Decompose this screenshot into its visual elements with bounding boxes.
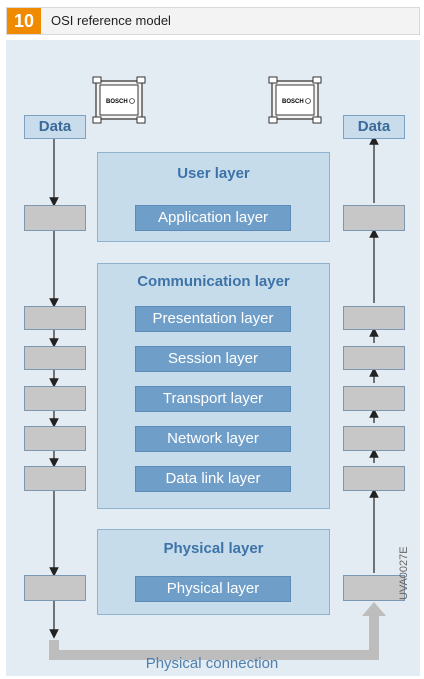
left-stack-box-data-link (24, 466, 86, 491)
physical-connection-label: Physical connection (145, 655, 279, 672)
left-stack-box-application (24, 205, 86, 231)
image-code: UVA0027E (398, 546, 410, 600)
communication-layer-title: Communication layer (137, 273, 290, 290)
physical-connection-line (49, 614, 379, 660)
right-stack-box-application (343, 205, 405, 231)
right-stack-box-presentation (343, 306, 405, 330)
right-stack-box-physical (343, 575, 405, 601)
physical-connection-arrowhead (362, 602, 386, 616)
user-layer-title: User layer (177, 165, 250, 182)
figure-header: 10 OSI reference model (6, 7, 420, 35)
right-stack-box-network (343, 426, 405, 451)
presentation-layer-box: Presentation layer (135, 306, 291, 332)
ecu-left-icon: BOSCH (92, 76, 146, 124)
left-stack-box-network (24, 426, 86, 451)
network-layer-box: Network layer (135, 426, 291, 452)
data-box-left: Data (24, 115, 86, 139)
figure-title: OSI reference model (51, 13, 171, 28)
right-stack-box-data-link (343, 466, 405, 491)
transport-layer-box: Transport layer (135, 386, 291, 412)
ecu-right-icon: BOSCH (268, 76, 322, 124)
physical-layer-group: Physical layer (97, 529, 330, 615)
right-stack-box-session (343, 346, 405, 370)
data-box-right: Data (343, 115, 405, 139)
right-stack-box-transport (343, 386, 405, 411)
left-stack-box-physical (24, 575, 86, 601)
application-layer-box: Application layer (135, 205, 291, 231)
physical-layer-box: Physical layer (135, 576, 291, 602)
ecu-left-brand: BOSCH (106, 99, 128, 105)
left-stack-box-presentation (24, 306, 86, 330)
ecu-right-brand: BOSCH (282, 99, 304, 105)
left-stack-box-session (24, 346, 86, 370)
figure-number: 10 (7, 8, 41, 34)
data-link-layer-box: Data link layer (135, 466, 291, 492)
session-layer-box: Session layer (135, 346, 291, 372)
left-stack-box-transport (24, 386, 86, 411)
physical-layer-title: Physical layer (163, 540, 264, 557)
